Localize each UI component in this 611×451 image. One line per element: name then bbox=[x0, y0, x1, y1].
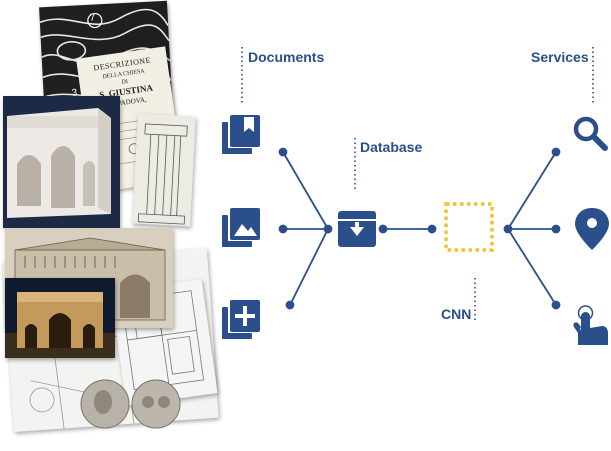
node-dot bbox=[503, 224, 513, 234]
document-icon bbox=[222, 115, 260, 154]
documents-label: Documents bbox=[248, 49, 325, 65]
cnn-box-icon bbox=[444, 202, 494, 252]
arch-3d-shape bbox=[7, 108, 111, 218]
coins bbox=[78, 376, 188, 441]
add-icon bbox=[222, 300, 260, 339]
image-icon bbox=[222, 208, 260, 247]
services-label: Services bbox=[531, 49, 589, 65]
node-dot bbox=[323, 224, 333, 234]
column-lines bbox=[137, 123, 188, 225]
node-dot bbox=[551, 147, 561, 157]
node-dot bbox=[427, 224, 437, 234]
node-dot bbox=[378, 224, 388, 234]
node-dot bbox=[278, 224, 288, 234]
database-label: Database bbox=[360, 139, 423, 155]
connector-documents-db bbox=[282, 151, 329, 230]
connector-cnn-search bbox=[507, 151, 557, 230]
location-pin-icon bbox=[575, 208, 609, 250]
coin-pair bbox=[80, 379, 181, 429]
column-drawing bbox=[132, 113, 196, 227]
arch-3d-model bbox=[3, 96, 120, 228]
connector-add-db bbox=[289, 228, 329, 306]
arch-photo-shape bbox=[5, 292, 115, 358]
touch-icon bbox=[573, 305, 608, 345]
node-dot bbox=[551, 224, 561, 234]
node-dot bbox=[285, 300, 295, 310]
node-dot bbox=[551, 300, 561, 310]
connector-cnn-touch bbox=[507, 228, 557, 306]
node-dot bbox=[278, 147, 288, 157]
arch-photo bbox=[5, 278, 115, 358]
search-icon bbox=[573, 116, 608, 151]
cnn-label: CNN bbox=[441, 306, 472, 322]
database-icon bbox=[338, 211, 376, 247]
